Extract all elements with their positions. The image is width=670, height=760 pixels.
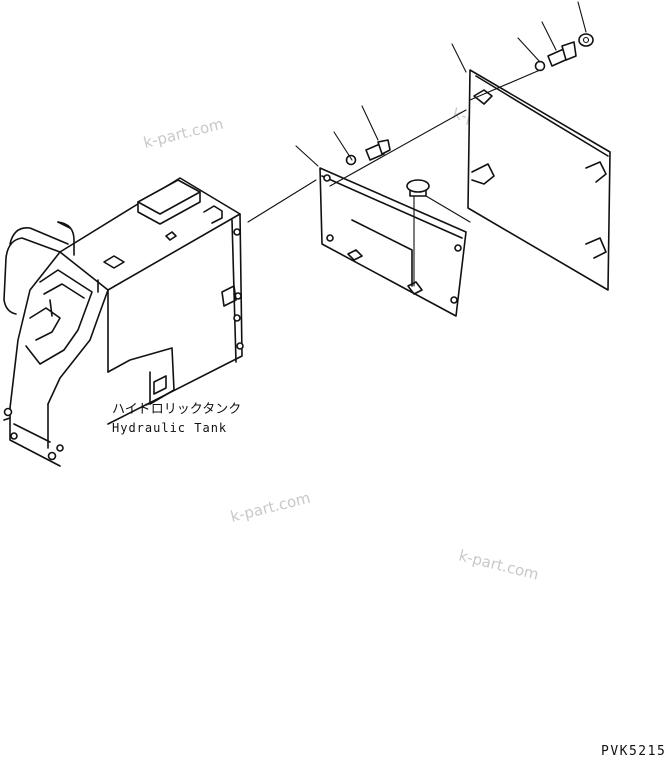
tank-label-jp: ハイドロリックタンク	[112, 402, 241, 417]
bolt-middle	[345, 139, 391, 166]
watermark: k-part.com	[142, 115, 226, 152]
hydraulic-tank	[3, 177, 244, 467]
cover-plate	[467, 69, 611, 291]
tank-label-en: Hydraulic Tank	[112, 421, 227, 435]
watermark: k-part.com	[457, 546, 541, 583]
leader-lines	[247, 1, 587, 223]
watermark: k-part.com	[229, 489, 313, 526]
inner-plate	[319, 167, 467, 317]
drawing-code: PVK5215	[601, 744, 666, 759]
bolt-upper-right	[534, 33, 594, 72]
